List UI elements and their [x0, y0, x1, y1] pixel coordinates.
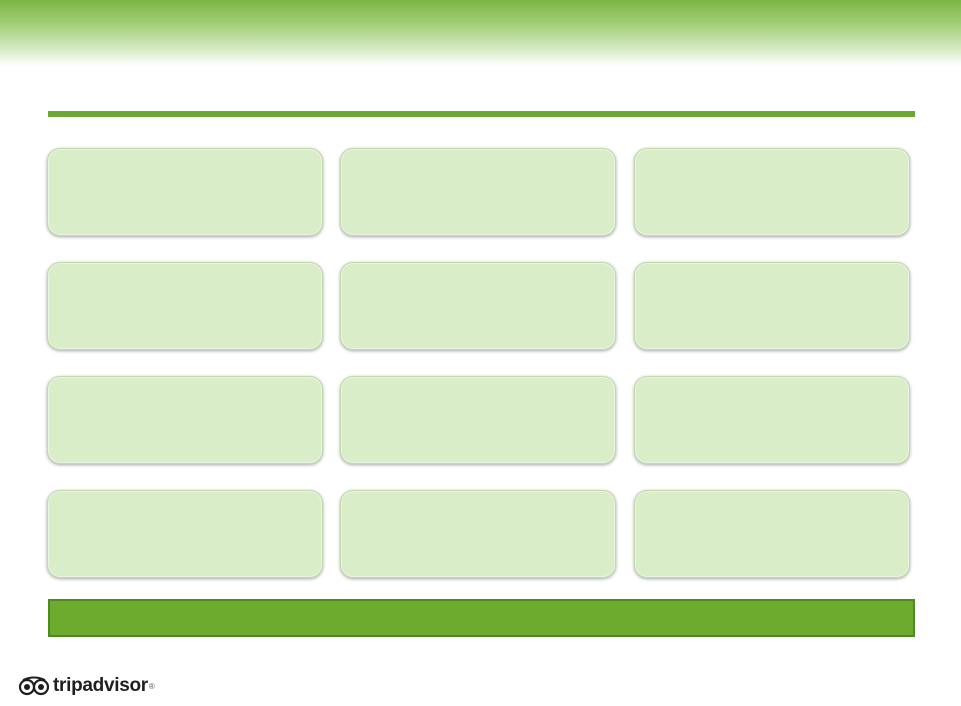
owl-eyes-icon	[19, 676, 49, 696]
header-band	[0, 0, 961, 66]
card-r2-c1	[47, 262, 323, 350]
card-r2-c2	[340, 262, 616, 350]
card-r2-c3	[634, 262, 910, 350]
card-r1-c2	[340, 148, 616, 236]
card-r3-c1	[47, 376, 323, 464]
card-r4-c3	[634, 490, 910, 578]
summary-bar	[48, 599, 915, 637]
card-r4-c2	[340, 490, 616, 578]
registered-mark: ®	[148, 681, 155, 691]
tripadvisor-logo: tripadvisor®	[19, 675, 155, 697]
card-r1-c1	[47, 148, 323, 236]
logo-wordmark: tripadvisor	[53, 675, 148, 696]
card-grid	[47, 148, 913, 582]
card-r4-c1	[47, 490, 323, 578]
title-rule	[48, 111, 915, 117]
card-r3-c2	[340, 376, 616, 464]
card-r3-c3	[634, 376, 910, 464]
card-r1-c3	[634, 148, 910, 236]
